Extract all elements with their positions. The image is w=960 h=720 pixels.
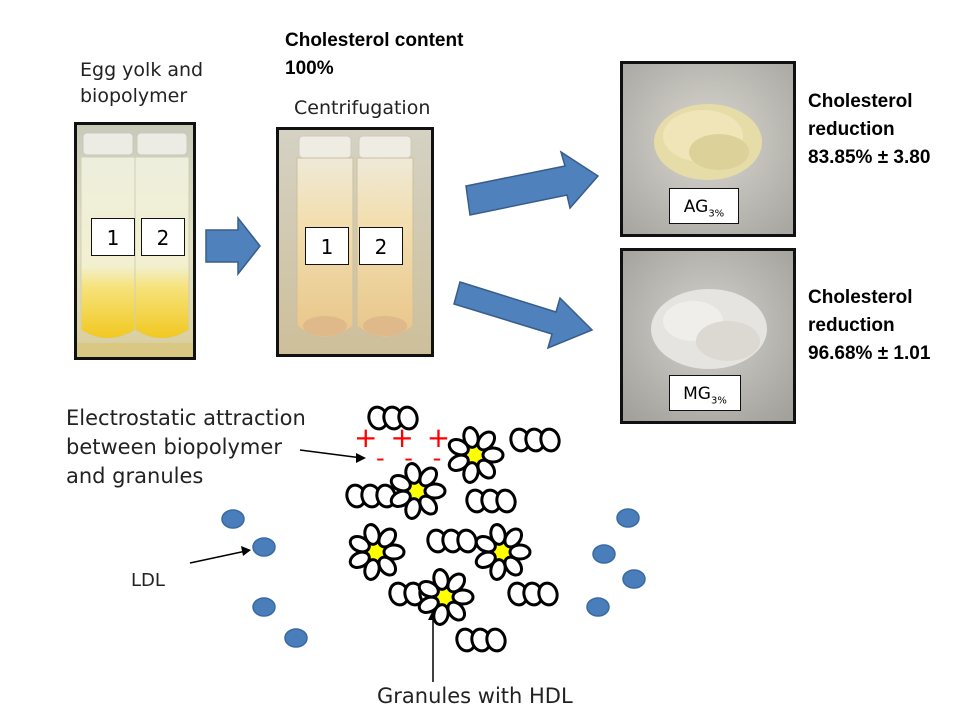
ldl-pointer-head [241,546,251,556]
mix-label-line1: Egg yolk and [80,59,204,81]
ag-result-value: 83.85% ± 3.80 [808,147,931,168]
ag-tag-main: AG [683,197,709,217]
hdl-granule [474,523,532,581]
granule-chain [455,627,507,653]
ldl-label: LDL [131,570,165,591]
ag-result-line1: Cholesterol [808,91,913,112]
mg-result-value: 96.68% ± 1.01 [808,343,931,364]
attraction-label: Electrostatic attraction between biopoly… [66,404,306,491]
attraction-line1: Electrostatic attraction [66,406,306,430]
mg-result-photo: MG3% [620,248,796,424]
ldl-particle [252,597,276,617]
tube-1-label: 1 [91,218,135,256]
attraction-line2: between biopolymer [66,435,282,459]
mg-result-line1: Cholesterol [808,287,913,308]
ldl-particle [622,569,646,589]
attraction-pointer [299,449,363,459]
mg-tag-sub: 3% [710,395,727,407]
ldl-particle [221,509,245,529]
granule-chain [509,427,561,453]
tube-2-label-centrifuged: 2 [359,227,403,265]
cholesterol-content-label: Cholesterol content 100% [285,27,463,83]
ldl-particle [586,597,610,617]
hdl-granule [348,523,406,581]
ag-tag-sub: 3% [708,208,725,220]
cholesterol-content-line2: 100% [285,58,334,79]
mg-result-line2: reduction [808,315,895,336]
hdl-granule [389,462,447,520]
mg-result-text: Cholesterol reduction 96.68% ± 1.01 [808,284,930,368]
centrifuged-tubes-photo: 1 2 [276,127,434,357]
ldl-particle [252,537,276,557]
mix-tubes-photo: 1 2 [74,122,196,360]
granule-chain [345,483,397,509]
ldl-particle [284,628,308,648]
tube-2-label: 2 [141,218,185,256]
ag-result-photo: AG3% [620,61,796,237]
ag-tag: AG3% [669,188,739,224]
centrifugation-label: Centrifugation [294,97,431,119]
tube-1-label-centrifuged: 1 [305,227,349,265]
attraction-line3: and granules [66,464,204,488]
attraction-pointer-head [356,453,366,463]
cholesterol-content-line1: Cholesterol content [285,30,464,51]
granules-label: Granules with HDL [377,684,573,708]
ag-result-text: Cholesterol reduction 83.85% ± 3.80 [808,88,930,172]
mg-tag-main: MG [683,384,711,404]
mix-label-line2: biopolymer [80,85,188,107]
granule-chain [426,528,478,554]
granule-chain [507,581,559,607]
hdl-granule [417,568,475,626]
granule-chain [465,488,517,514]
ldl-particle [616,508,640,528]
mg-tag: MG3% [669,375,741,411]
ldl-particle [592,544,616,564]
granule-chain [367,405,419,431]
ldl-pointer [189,550,247,564]
ag-result-line2: reduction [808,119,895,140]
hdl-granule [447,426,505,484]
mix-label: Egg yolk and biopolymer [80,57,203,109]
